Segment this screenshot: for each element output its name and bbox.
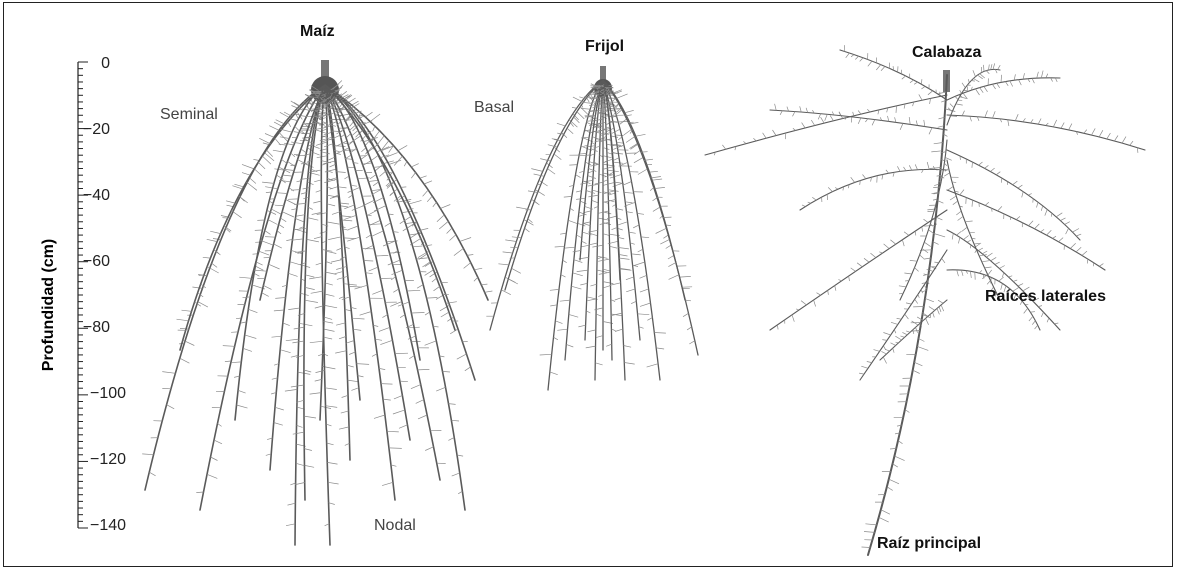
- maiz-root: [200, 85, 325, 510]
- tick-label-40: −40: [50, 187, 110, 205]
- calabaza-lateral-root: [770, 210, 947, 330]
- tick-label-80: −80: [50, 319, 110, 337]
- frijol-title: Frijol: [585, 38, 624, 56]
- maiz-root-system: [142, 60, 492, 545]
- calabaza-lateral-root-hairs: [955, 71, 1057, 101]
- calabaza-lateral-root: [770, 110, 947, 130]
- tick-label-0: 0: [50, 55, 110, 73]
- calabaza-lateral-root-hairs: [960, 156, 1081, 236]
- maiz-root: [145, 85, 325, 490]
- calabaza-lateral-label: Raíces laterales: [985, 288, 1106, 306]
- calabaza-lateral-root-hairs: [881, 300, 943, 363]
- tick-label-120: −120: [90, 451, 150, 469]
- frijol-root-system: [486, 66, 698, 390]
- maiz-nodal-label: Nodal: [374, 517, 416, 535]
- calabaza-lateral-root: [860, 250, 947, 380]
- calabaza-lateral-root-hairs: [948, 63, 1000, 116]
- calabaza-lateral-root: [900, 140, 947, 300]
- calabaza-lateral-root-hairs: [714, 94, 930, 155]
- calabaza-taproot-label: Raíz principal: [877, 535, 981, 553]
- calabaza-lateral-root: [947, 190, 1105, 270]
- maiz-root: [325, 85, 360, 400]
- calabaza-lateral-root: [947, 160, 1000, 300]
- frijol-basal-label: Basal: [474, 99, 514, 117]
- calabaza-lateral-root-hairs: [859, 258, 945, 374]
- maiz-root: [325, 85, 395, 500]
- calabaza-lateral-root: [947, 115, 1145, 150]
- frijol-root-hairs: [577, 85, 609, 327]
- maiz-root-hairs: [254, 90, 329, 296]
- calabaza-title: Calabaza: [912, 44, 981, 62]
- maiz-root-hairs: [335, 85, 492, 292]
- tick-label-100: −100: [90, 385, 150, 403]
- maiz-root: [321, 85, 330, 545]
- maiz-root: [235, 85, 325, 420]
- calabaza-lateral-root: [947, 230, 1060, 330]
- maiz-seminal-label: Seminal: [160, 106, 218, 124]
- calabaza-lateral-root-hairs: [962, 111, 1138, 153]
- maiz-title: Maíz: [300, 23, 335, 41]
- calabaza-taproot: [868, 75, 947, 555]
- calabaza-lateral-root-hairs: [899, 152, 952, 294]
- maiz-root-hairs: [324, 93, 401, 486]
- maiz-root-hairs: [177, 91, 316, 346]
- maiz-root-hairs: [142, 89, 314, 476]
- calabaza-lateral-root-hairs: [777, 218, 936, 329]
- calabaza-lateral-root-hairs: [802, 162, 935, 207]
- frijol-root-hairs: [596, 89, 649, 329]
- calabaza-lateral-root-hairs: [952, 232, 1058, 324]
- tick-label-60: −60: [50, 253, 110, 271]
- calabaza-lateral-root: [800, 169, 947, 210]
- tick-label-20: −20: [50, 121, 110, 139]
- calabaza-lateral-root: [705, 95, 947, 155]
- tick-label-140: −140: [90, 517, 150, 535]
- maiz-root: [325, 85, 475, 380]
